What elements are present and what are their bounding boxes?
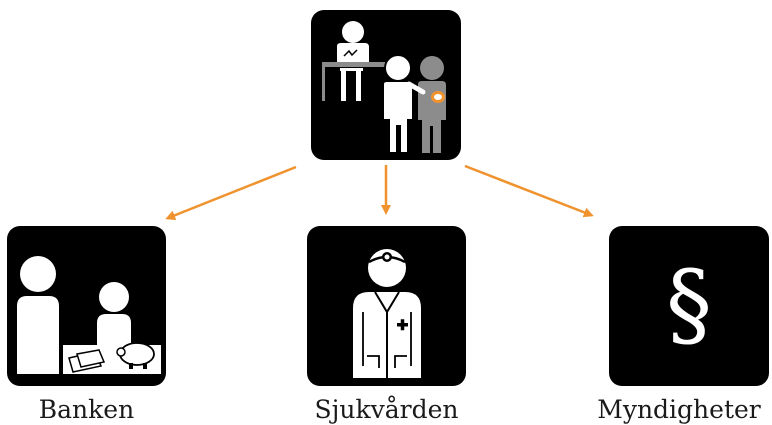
section-sign-icon: § [666, 251, 712, 358]
interpreter-meeting-icon [322, 21, 446, 154]
doctor-icon [353, 249, 421, 378]
svg-text:§: § [666, 251, 712, 358]
arrow-to-myndigheter [464, 164, 594, 218]
label-sjukvarden: Sjukvården [314, 395, 459, 424]
label-myndigheter: Myndigheter [597, 395, 761, 424]
interpreter-meeting-tile [311, 10, 461, 160]
label-banken: Banken [38, 395, 135, 424]
healthcare-tile [307, 226, 466, 386]
bank-savings-icon [17, 256, 161, 374]
bank-tile [7, 226, 166, 386]
arrow-to-banken [165, 165, 297, 221]
authorities-tile: § [609, 226, 769, 386]
